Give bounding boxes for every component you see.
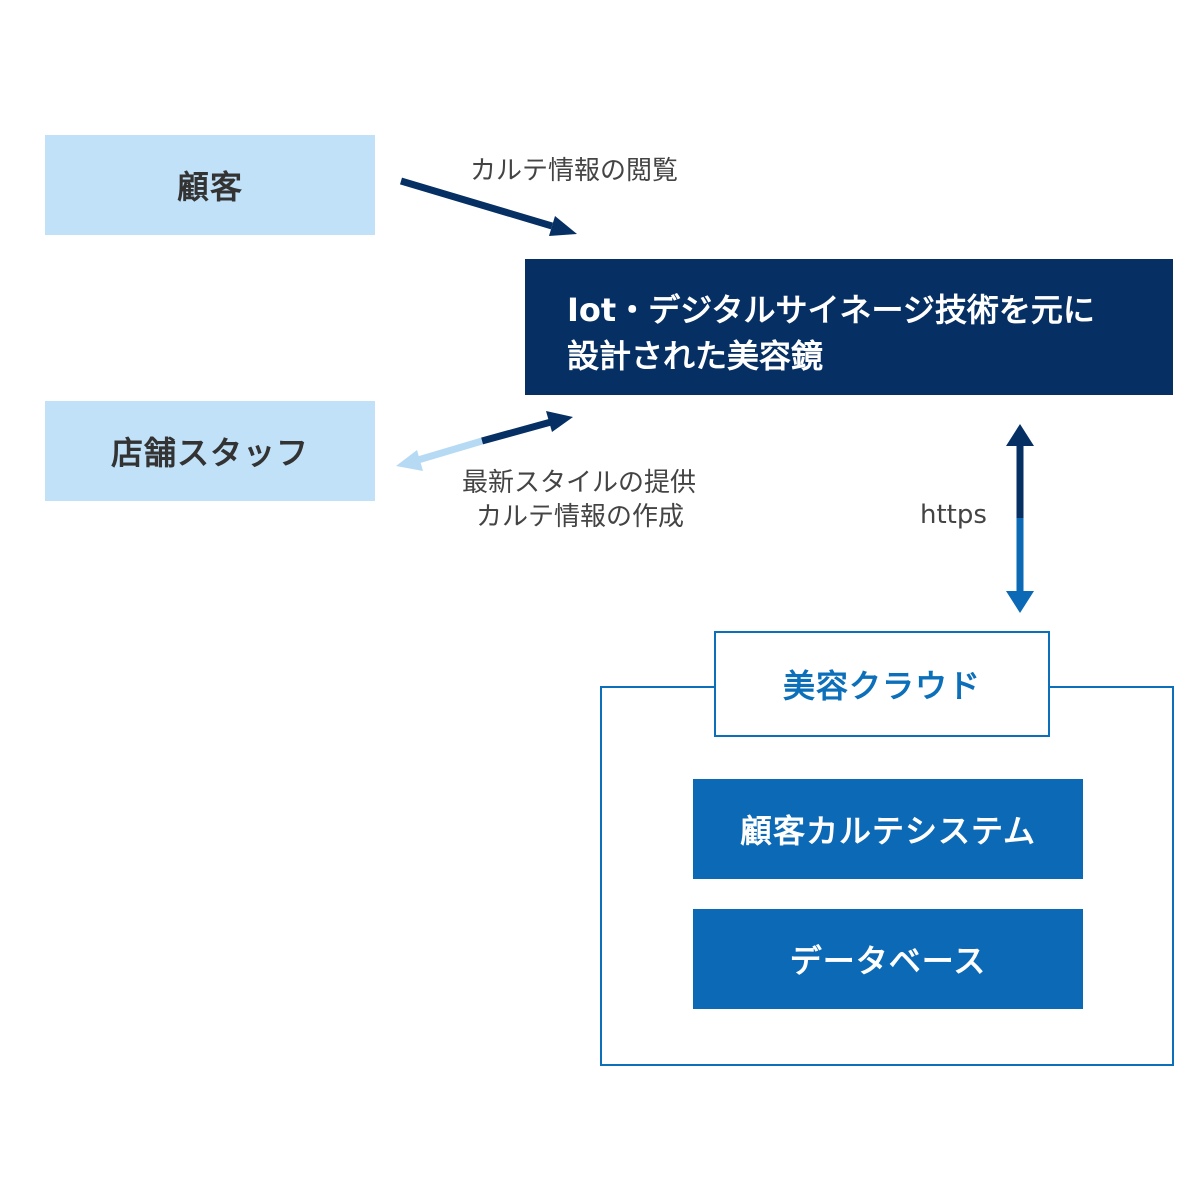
karte-system-label: 顧客カルテシステム xyxy=(739,812,1037,850)
staff-label: 店舗スタッフ xyxy=(110,434,309,472)
staff-node: 店舗スタッフ xyxy=(45,401,375,501)
karte-system-node: 顧客カルテシステム xyxy=(693,779,1083,879)
database-node: データベース xyxy=(693,909,1083,1009)
edge-label-https: https xyxy=(920,500,987,530)
cloud-title-label: 美容クラウド xyxy=(782,667,981,705)
customer-label: 顧客 xyxy=(176,168,243,206)
arrow-customer-to-mirror xyxy=(400,177,577,236)
mirror-label-line2: 設計された美容鏡 xyxy=(567,337,824,375)
customer-node: 顧客 xyxy=(45,135,375,235)
beauty-mirror-node: Iot・デジタルサイネージ技術を元に 設計された美容鏡 xyxy=(525,259,1173,395)
edge-label-view-karte: カルテ情報の閲覧 xyxy=(470,156,679,186)
beauty-cloud-title: 美容クラウド xyxy=(714,631,1050,737)
mirror-label-line1: Iot・デジタルサイネージ技術を元に xyxy=(567,291,1095,329)
database-label: データベース xyxy=(789,942,987,980)
arrow-staff-mirror xyxy=(396,411,573,471)
edge-label-create-karte: カルテ情報の作成 xyxy=(476,502,685,532)
arrow-mirror-cloud xyxy=(1006,424,1034,613)
edge-label-provide-style: 最新スタイルの提供 xyxy=(462,468,697,498)
